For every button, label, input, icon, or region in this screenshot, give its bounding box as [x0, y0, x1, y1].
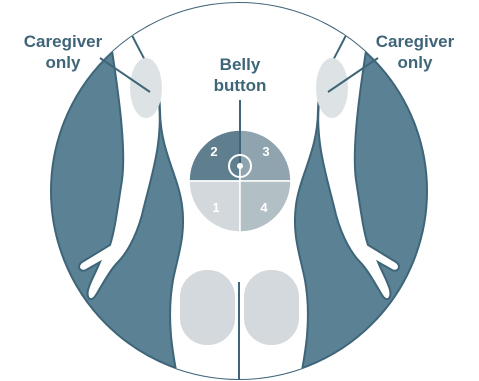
quadrant-label-3: 3	[262, 144, 269, 159]
belly-line1: Belly	[180, 54, 300, 75]
quadrant-label-4: 4	[260, 200, 268, 215]
belly-button-label: Belly button	[180, 54, 300, 96]
quadrant-label-2: 2	[210, 144, 217, 159]
caregiver-right-line2: only	[360, 52, 470, 73]
caregiver-right-line1: Caregiver	[360, 31, 470, 52]
right-arm-zone	[316, 58, 348, 118]
caregiver-left-line2: only	[8, 52, 118, 73]
quadrant-label-1: 1	[212, 200, 219, 215]
caregiver-only-label-left: Caregiver only	[8, 31, 118, 73]
left-thigh-zone	[180, 270, 235, 345]
caregiver-left-line1: Caregiver	[8, 31, 118, 52]
belly-button-dot	[237, 163, 243, 169]
caregiver-only-label-right: Caregiver only	[360, 31, 470, 73]
belly-line2: button	[180, 75, 300, 96]
left-arm-zone	[130, 58, 162, 118]
right-thigh-zone	[244, 270, 299, 345]
